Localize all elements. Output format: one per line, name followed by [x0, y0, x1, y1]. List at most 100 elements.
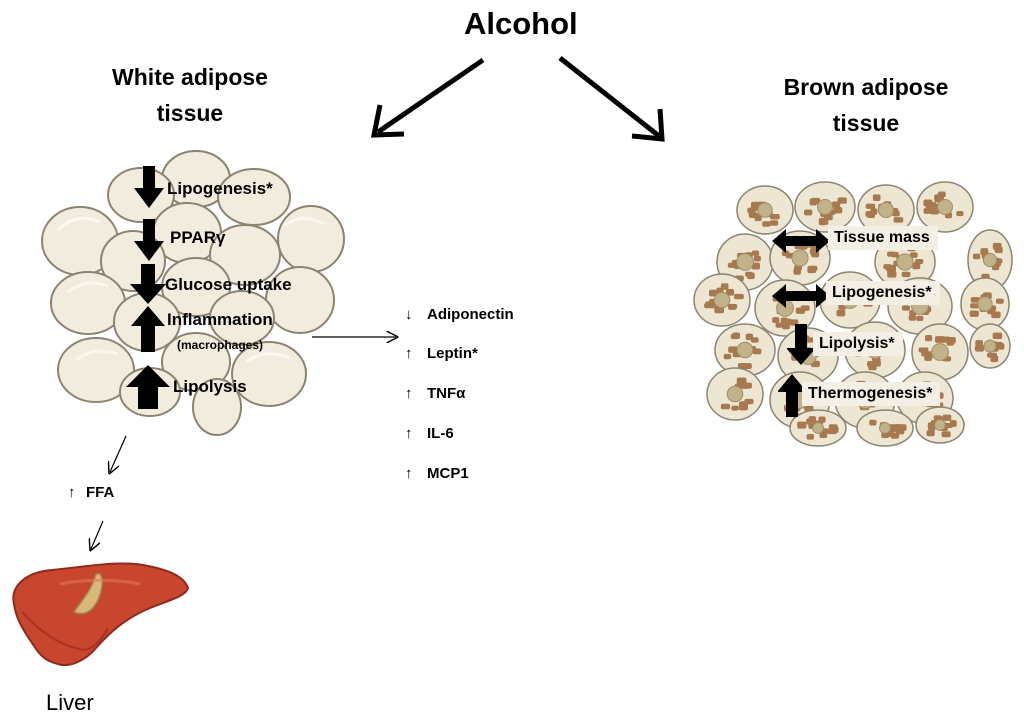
lipid-droplet: [914, 259, 924, 265]
nucleus: [812, 422, 824, 434]
lipid-droplet: [970, 296, 981, 303]
inflammation-up-arrow: [131, 306, 165, 352]
lipid-droplet: [734, 293, 744, 300]
lipid-droplet: [941, 431, 951, 438]
brown-adipose-heading: Brown adipose tissue: [756, 70, 976, 141]
lipid-droplet: [736, 377, 747, 385]
lipid-droplet: [751, 262, 760, 270]
lipid-droplet: [901, 305, 911, 311]
lipid-droplet: [866, 211, 875, 218]
lipid-droplet: [744, 382, 752, 389]
ppar-down-arrow: [134, 219, 164, 261]
nucleus: [896, 253, 914, 271]
lipid-droplet: [818, 219, 826, 226]
brown-adipocyte: [789, 409, 847, 447]
brown-adipocyte: [960, 277, 1010, 331]
nucleus: [937, 199, 953, 215]
lipid-droplet: [887, 270, 897, 278]
nucleus: [931, 343, 949, 361]
lipid-droplet: [720, 403, 731, 410]
lipid-droplet: [869, 419, 877, 426]
nucleus: [879, 422, 891, 434]
lipid-droplet: [804, 209, 813, 216]
lipid-droplet: [723, 353, 732, 360]
brown-adipocyte: [714, 323, 776, 377]
lipid-droplet: [772, 317, 780, 323]
lipid-droplet: [893, 217, 904, 223]
lipid-droplet: [924, 335, 933, 342]
lipid-droplet: [872, 357, 881, 364]
arrow-up-icon: ↑: [405, 385, 413, 402]
marker-adiponectin: ↓Adiponectin: [405, 306, 514, 323]
lipid-droplet: [818, 416, 826, 423]
lipid-droplet: [809, 198, 817, 206]
lipid-droplet: [795, 307, 805, 314]
nucleus: [983, 339, 997, 353]
white-cell-highlights: [56, 216, 326, 364]
arrow-up-icon: ↑: [68, 484, 76, 501]
marker-il6: ↑IL-6: [405, 425, 454, 442]
white-effect-glucose-uptake: Glucose uptake: [165, 275, 292, 294]
alcohol-to-white-arrow: [370, 57, 485, 138]
brown-heading-line1: Brown adipose: [783, 74, 949, 100]
lipid-droplet: [728, 346, 738, 353]
lipid-droplet: [754, 214, 762, 222]
lipid-droplet: [837, 197, 847, 204]
lipid-droplet: [992, 332, 1003, 340]
white-to-ffa-arrow: [110, 435, 127, 472]
lipid-droplet: [819, 432, 828, 438]
lipid-droplet: [806, 434, 815, 440]
brown-adipocyte: [736, 185, 794, 235]
lipid-droplet: [833, 207, 843, 214]
ffa-label: ↑FFA: [68, 484, 115, 501]
lipid-droplet: [972, 253, 981, 260]
nucleus: [791, 249, 809, 267]
inflammation-note: (macrophages): [177, 338, 264, 352]
brown-adipocyte: [915, 406, 965, 444]
lipid-droplet: [732, 332, 741, 339]
liver-label: Liver: [46, 690, 94, 715]
brown-adipocyte: [856, 409, 914, 447]
brown-adipocyte: [716, 233, 774, 291]
up-arrow-icon: [778, 374, 807, 417]
white-effect-ppar: PPARγ: [170, 228, 226, 247]
lipid-droplet: [928, 424, 936, 431]
lipid-droplet: [916, 315, 924, 322]
lipid-droplet: [793, 268, 801, 275]
lipid-droplet: [782, 322, 790, 330]
lipid-droplet: [769, 220, 779, 226]
lipid-droplet: [750, 337, 759, 343]
lipid-droplet: [747, 272, 755, 280]
nucleus: [713, 291, 731, 309]
arrow-up-icon: ↑: [405, 465, 413, 482]
arrow-up-icon: ↑: [405, 425, 413, 442]
white-effect-lipogenesis: Lipogenesis*: [167, 179, 273, 198]
ffa-to-liver-arrow: [91, 520, 104, 549]
nucleus: [726, 385, 744, 403]
lipid-droplet: [753, 255, 761, 262]
lipid-droplet: [807, 266, 817, 274]
lipid-droplet: [775, 322, 783, 328]
lipid-droplet: [970, 303, 980, 309]
alcohol-to-brown-arrow: [558, 56, 665, 142]
lipid-droplet: [908, 314, 916, 321]
lipid-droplet: [975, 340, 984, 347]
lipid-droplet: [714, 306, 725, 314]
lipid-droplet: [823, 213, 833, 221]
nucleus: [982, 252, 998, 268]
lipid-droplet: [887, 251, 896, 257]
lipid-droplet: [956, 210, 964, 217]
marker-tnfa: ↑TNFα: [405, 385, 466, 402]
lipid-droplet: [750, 204, 759, 212]
lipid-droplet: [909, 252, 918, 258]
lipid-droplet: [708, 289, 718, 297]
lipid-droplet: [872, 194, 881, 202]
lipid-droplet: [780, 317, 788, 324]
diagram-title: Alcohol: [464, 6, 578, 41]
brown-adipocyte: [916, 181, 974, 233]
double-arrow-icon: [772, 229, 830, 253]
lipid-droplet: [912, 262, 921, 270]
lipid-droplet: [808, 416, 816, 422]
nucleus: [736, 253, 754, 271]
